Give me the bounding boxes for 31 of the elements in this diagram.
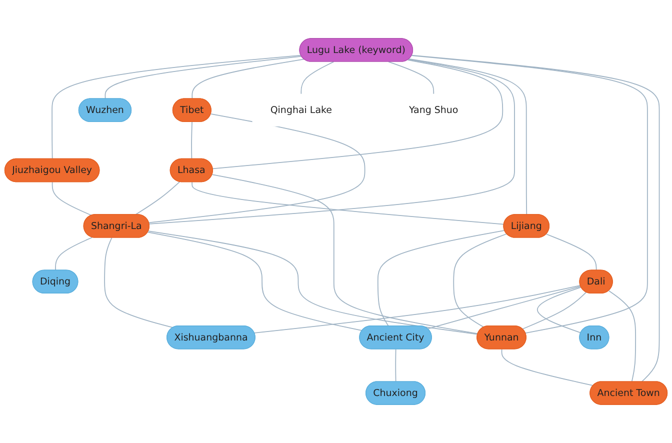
connector <box>395 348 396 382</box>
connector <box>411 54 660 382</box>
connector <box>212 60 504 170</box>
connector <box>453 233 508 328</box>
connector <box>191 122 192 160</box>
connector <box>192 58 304 100</box>
node-text: Yang Shuo <box>409 104 458 116</box>
connector <box>377 230 506 327</box>
connector <box>408 58 528 216</box>
connector <box>254 285 581 334</box>
connector <box>411 55 648 334</box>
connector <box>522 292 587 330</box>
connector <box>501 348 594 386</box>
connector <box>104 237 174 328</box>
connector <box>212 174 478 334</box>
connector <box>608 290 636 382</box>
connector <box>148 58 515 224</box>
connector <box>55 236 93 271</box>
connector <box>52 54 302 160</box>
connector <box>192 182 504 225</box>
connector <box>52 182 92 216</box>
connector <box>148 113 366 224</box>
connector <box>546 234 597 271</box>
connector <box>135 181 180 216</box>
connector <box>536 286 582 334</box>
connector <box>427 286 582 330</box>
connector <box>300 61 334 95</box>
connector <box>104 56 302 100</box>
connector <box>148 230 478 335</box>
connector <box>147 232 363 332</box>
connector <box>388 61 434 95</box>
